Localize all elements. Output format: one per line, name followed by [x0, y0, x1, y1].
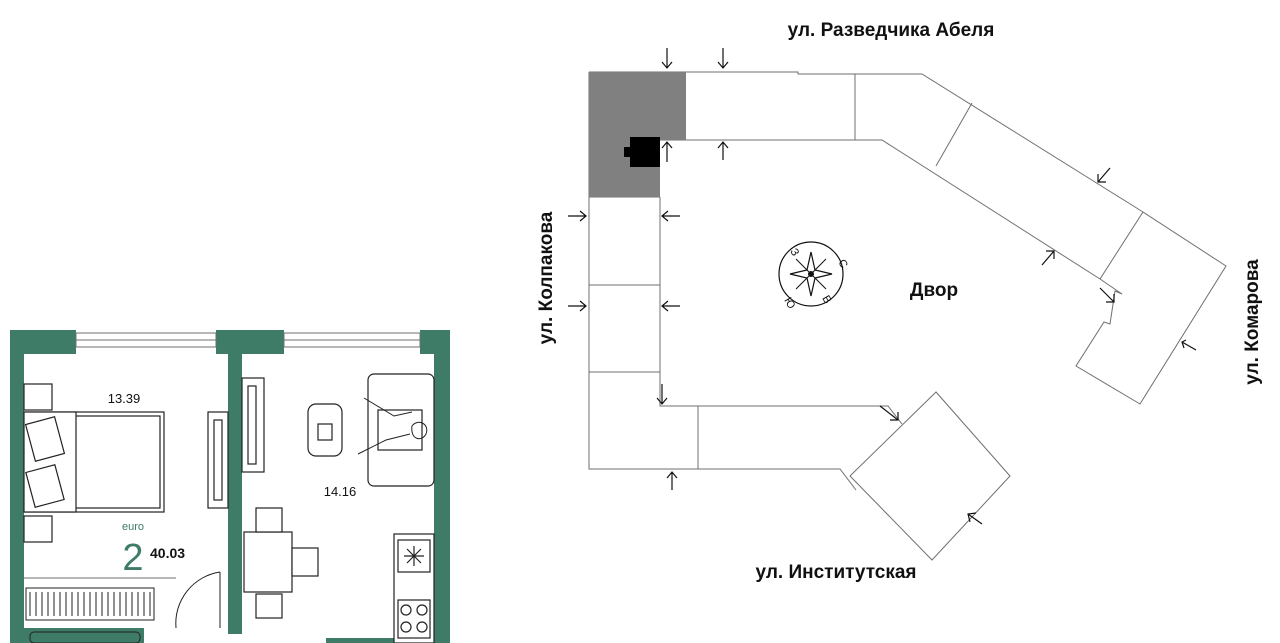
highlighted-section [589, 72, 686, 197]
tv-unit-living [241, 377, 265, 473]
bedroom-area: 13.39 [108, 391, 141, 406]
bathtub-edge [29, 631, 141, 643]
apartment-wall-bottom-2 [326, 638, 396, 643]
tv-unit-bedroom [207, 411, 229, 509]
site-plan: С В Ю З Двор ул. Разведчика Абеля ул. Ин… [536, 20, 1263, 583]
courtyard-label: Двор [910, 280, 958, 301]
compass-north: С [835, 258, 849, 271]
compass-west: З [787, 247, 801, 259]
apartment-plan: 13.39 14.16 euro 2 40.03 [10, 330, 450, 643]
street-south: ул. Институтская [756, 562, 917, 583]
apartment-wall-partition [228, 354, 242, 634]
building-outline [588, 71, 1227, 561]
total-area: 40.03 [150, 545, 185, 561]
window-living [283, 332, 421, 348]
radiator [25, 587, 155, 621]
kitchen-unit [393, 533, 435, 643]
sofa [367, 373, 435, 487]
person-figure [357, 397, 428, 455]
bed-furniture [23, 383, 165, 543]
entrance-arrows [568, 48, 1197, 525]
street-north: ул. Разведчика Абеля [788, 20, 995, 41]
apartment-marker [624, 137, 660, 167]
apartment-wall-top-left [10, 330, 76, 354]
apartment-wall-top-mid [216, 330, 284, 354]
dining-table [243, 507, 319, 619]
street-east: ул. Комарова [1242, 259, 1263, 385]
apartment-wall-bottom [24, 628, 144, 643]
apartment-wall-right [434, 330, 450, 643]
apartment-wall-left [10, 330, 24, 643]
side-table [307, 403, 343, 457]
street-west: ул. Колпакова [536, 211, 557, 344]
room-count: 2 [122, 537, 143, 579]
apartment-type-label: euro [122, 521, 144, 533]
window-bedroom [75, 332, 217, 348]
compass-rose: С В Ю З [778, 241, 850, 312]
compass-south: Ю [781, 296, 797, 312]
door-swing [175, 571, 221, 629]
living-area: 14.16 [324, 484, 357, 499]
